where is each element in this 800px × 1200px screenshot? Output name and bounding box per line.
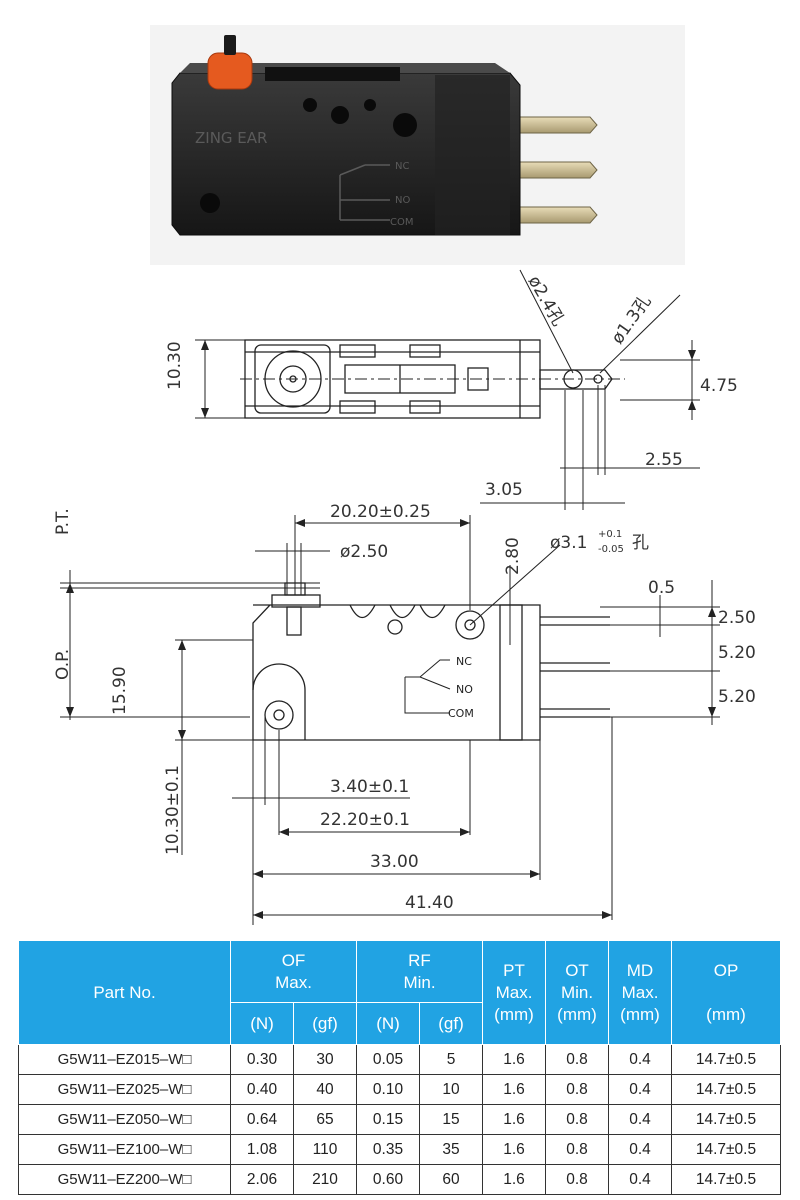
table-cell: 1.6 (482, 1104, 546, 1135)
header-ot: OT Min. (mm) (545, 940, 609, 1045)
table-cell: 0.10 (356, 1074, 420, 1105)
table-cell: 0.4 (608, 1164, 672, 1195)
table-cell: 0.4 (608, 1134, 672, 1165)
dim-340: 3.40±0.1 (330, 777, 409, 797)
photo-com-label: COM (390, 217, 413, 228)
dim-280: 2.80 (503, 537, 523, 575)
table-cell: 1.6 (482, 1074, 546, 1105)
circuit-label-nc: NC (456, 655, 472, 668)
dim-plunger-dia: ø2.50 (340, 542, 388, 562)
product-photo: ZING EAR NC NO COM (150, 25, 685, 265)
table-cell: 1.08 (230, 1134, 294, 1165)
header-rf-gf: (gf) (419, 1002, 483, 1045)
label-op: O.P. (53, 649, 73, 680)
table-cell: 14.7±0.5 (671, 1164, 781, 1195)
table-cell: 1.6 (482, 1134, 546, 1165)
table-cell: 0.8 (545, 1164, 609, 1195)
table-cell: 0.8 (545, 1074, 609, 1105)
table-cell: 0.40 (230, 1074, 294, 1105)
header-rf: RF Min. (356, 940, 483, 1003)
side-view-outline (252, 604, 541, 741)
table-cell: 0.4 (608, 1074, 672, 1105)
dim-mount-hole-suffix: 孔 (632, 533, 649, 553)
table-cell: 210 (293, 1164, 357, 1195)
header-md: MD Max. (mm) (608, 940, 672, 1045)
dim-top-height: 10.30 (165, 341, 185, 390)
brand-label: ZING EAR (195, 129, 267, 147)
table-cell: 30 (293, 1044, 357, 1075)
dim-plunger-offset: 20.20±0.25 (330, 502, 431, 522)
photo-no-label: NO (395, 195, 410, 206)
dim-length-33: 33.00 (370, 852, 419, 872)
dim-terminal-spacing: 4.75 (700, 376, 738, 396)
dim-height-1590: 15.90 (110, 666, 130, 715)
header-of-n: (N) (230, 1002, 294, 1045)
dim-mount-hole-tol-upper: +0.1 (598, 529, 622, 540)
table-cell: 10 (419, 1074, 483, 1105)
table-cell: 14.7±0.5 (671, 1044, 781, 1075)
circuit-label-no: NO (456, 683, 473, 696)
header-pt: PT Max. (mm) (482, 940, 546, 1045)
dim-hole-small: ø1.3孔 (608, 292, 656, 348)
dim-305: 3.05 (485, 480, 523, 500)
circuit-label-com: COM (448, 707, 474, 720)
table-cell: 0.30 (230, 1044, 294, 1075)
part-number-cell: G5W11–EZ050–W□ (18, 1104, 231, 1135)
table-cell: 5 (419, 1044, 483, 1075)
table-cell: 2.06 (230, 1164, 294, 1195)
dim-520-a: 5.20 (718, 643, 756, 663)
table-cell: 1.6 (482, 1164, 546, 1195)
dim-height-1030: 10.30±0.1 (163, 765, 183, 855)
dim-05: 0.5 (648, 578, 675, 598)
label-pt: P.T. (53, 508, 73, 535)
table-cell: 0.8 (545, 1044, 609, 1075)
table-cell: 0.4 (608, 1104, 672, 1135)
part-number-cell: G5W11–EZ025–W□ (18, 1074, 231, 1105)
table-cell: 40 (293, 1074, 357, 1105)
table-cell: 14.7±0.5 (671, 1134, 781, 1165)
part-number-cell: G5W11–EZ015–W□ (18, 1044, 231, 1075)
dim-mount-hole: ø3.1 (550, 533, 587, 553)
table-cell: 0.4 (608, 1044, 672, 1075)
part-number-cell: G5W11–EZ100–W□ (18, 1134, 231, 1165)
table-cell: 1.6 (482, 1044, 546, 1075)
table-cell: 14.7±0.5 (671, 1104, 781, 1135)
header-of-gf: (gf) (293, 1002, 357, 1045)
technical-drawing: 10.30 ø2.4孔 ø1.3孔 4.75 2.55 3.05 P.T. O.… (53, 269, 756, 925)
table-cell: 15 (419, 1104, 483, 1135)
dim-2220: 22.20±0.1 (320, 810, 410, 830)
table-cell: 0.35 (356, 1134, 420, 1165)
dim-520-b: 5.20 (718, 687, 756, 707)
table-cell: 60 (419, 1164, 483, 1195)
table-cell: 0.05 (356, 1044, 420, 1075)
dim-length-4140: 41.40 (405, 893, 454, 913)
photo-nc-label: NC (395, 161, 409, 172)
dim-255: 2.55 (645, 450, 683, 470)
dim-250: 2.50 (718, 608, 756, 628)
table-cell: 0.64 (230, 1104, 294, 1135)
table-cell: 0.8 (545, 1134, 609, 1165)
table-cell: 65 (293, 1104, 357, 1135)
table-cell: 110 (293, 1134, 357, 1165)
table-cell: 35 (419, 1134, 483, 1165)
part-number-cell: G5W11–EZ200–W□ (18, 1164, 231, 1195)
actuator-button (207, 52, 253, 90)
table-cell: 0.60 (356, 1164, 420, 1195)
header-of: OF Max. (230, 940, 357, 1003)
spec-table: Part No. OF Max. RF Min. PT Max. (mm) OT… (18, 940, 781, 1195)
header-op: OP (mm) (671, 940, 781, 1045)
table-cell: 0.15 (356, 1104, 420, 1135)
header-part-no: Part No. (18, 940, 231, 1045)
table-cell: 14.7±0.5 (671, 1074, 781, 1105)
dim-mount-hole-tol-lower: -0.05 (598, 544, 624, 555)
header-rf-n: (N) (356, 1002, 420, 1045)
table-cell: 0.8 (545, 1104, 609, 1135)
